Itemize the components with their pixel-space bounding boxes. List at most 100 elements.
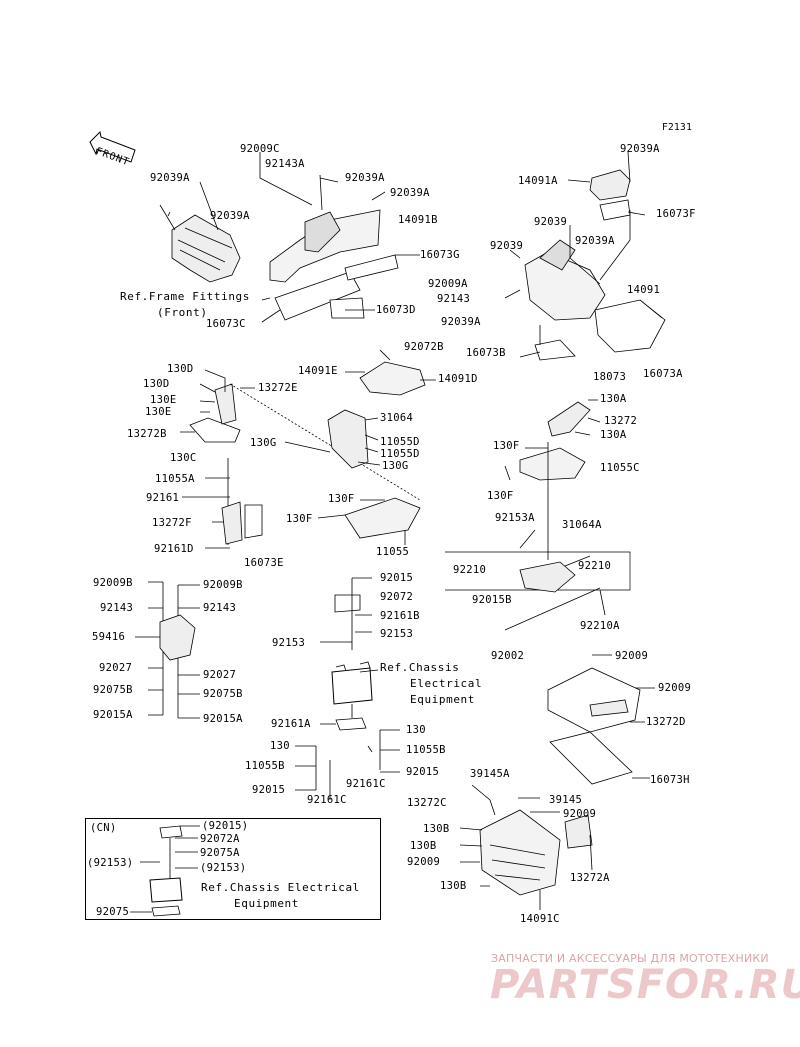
part-label[interactable]: 130F <box>487 490 514 502</box>
part-label[interactable]: 13272E <box>258 382 298 394</box>
part-label[interactable]: 14091D <box>438 373 478 385</box>
part-label[interactable]: 92039A <box>441 316 481 328</box>
part-label[interactable]: 16073A <box>643 368 683 380</box>
part-label[interactable]: 11055A <box>155 473 195 485</box>
part-label[interactable]: 59416 <box>92 631 126 643</box>
part-label[interactable]: 92153A <box>495 512 535 524</box>
part-label[interactable]: 92015 <box>252 784 286 796</box>
part-label[interactable]: 13272D <box>646 716 686 728</box>
part-label[interactable]: 13272B <box>127 428 167 440</box>
part-label[interactable]: 16073B <box>466 347 506 359</box>
part-label[interactable]: 92161C <box>307 794 347 806</box>
part-label[interactable]: 92075B <box>203 688 243 700</box>
part-label[interactable]: 92210 <box>578 560 612 572</box>
part-label[interactable]: 92153 <box>380 628 414 640</box>
part-label[interactable]: 92143 <box>100 602 134 614</box>
part-label[interactable]: 39145 <box>549 794 583 806</box>
part-label[interactable]: 92009B <box>203 579 243 591</box>
part-label[interactable]: 92009 <box>615 650 649 662</box>
part-label[interactable]: 92210 <box>453 564 487 576</box>
part-label[interactable]: 16073C <box>206 318 246 330</box>
part-label[interactable]: 130C <box>170 452 197 464</box>
part-label[interactable]: 13272 <box>604 415 638 427</box>
part-label[interactable]: 11055D <box>380 436 420 448</box>
part-label[interactable]: 16073E <box>244 557 284 569</box>
part-label[interactable]: 92009C <box>240 143 280 155</box>
part-label[interactable]: (92153) <box>87 857 134 869</box>
part-label[interactable]: 92075 <box>96 906 130 918</box>
part-label[interactable]: 130D <box>143 378 170 390</box>
part-label[interactable]: 92002 <box>491 650 525 662</box>
part-label[interactable]: 130E <box>145 406 172 418</box>
part-label[interactable]: 14091B <box>398 214 438 226</box>
part-label[interactable]: 92015 <box>406 766 440 778</box>
part-label[interactable]: 92143 <box>437 293 471 305</box>
part-label[interactable]: 11055D <box>380 448 420 460</box>
part-label[interactable]: 92153 <box>272 637 306 649</box>
part-label[interactable]: 92161C <box>346 778 386 790</box>
part-label[interactable]: 130E <box>150 394 177 406</box>
part-label[interactable]: 92143 <box>203 602 237 614</box>
part-label[interactable]: 92161B <box>380 610 420 622</box>
part-label[interactable]: 92075B <box>93 684 133 696</box>
part-label[interactable]: 16073F <box>656 208 696 220</box>
part-label[interactable]: 13272F <box>152 517 192 529</box>
part-label[interactable]: 92075A <box>200 847 240 859</box>
part-label[interactable]: 92039 <box>490 240 524 252</box>
part-label[interactable]: 92009B <box>93 577 133 589</box>
part-label[interactable]: 130 <box>406 724 426 736</box>
part-label[interactable]: 14091C <box>520 913 560 925</box>
part-label[interactable]: 130F <box>286 513 313 525</box>
part-label[interactable]: 92072A <box>200 833 240 845</box>
part-label[interactable]: 11055B <box>245 760 285 772</box>
part-label[interactable]: 92015A <box>203 713 243 725</box>
part-label[interactable]: 13272C <box>407 797 447 809</box>
part-label[interactable]: 92009 <box>658 682 692 694</box>
part-label[interactable]: 92039A <box>345 172 385 184</box>
part-label[interactable]: (92015) <box>202 820 249 832</box>
part-label[interactable]: 130B <box>440 880 467 892</box>
part-label[interactable]: 92009A <box>428 278 468 290</box>
part-label[interactable]: 92015B <box>472 594 512 606</box>
part-label[interactable]: 92039A <box>620 143 660 155</box>
part-label[interactable]: 92009 <box>407 856 441 868</box>
part-label[interactable]: 92039 <box>534 216 568 228</box>
part-label[interactable]: 16073H <box>650 774 690 786</box>
part-label[interactable]: 130A <box>600 429 627 441</box>
part-label[interactable]: 130B <box>423 823 450 835</box>
part-label[interactable]: 31064 <box>380 412 414 424</box>
part-label[interactable]: 11055B <box>406 744 446 756</box>
part-label[interactable]: 92072B <box>404 341 444 353</box>
part-label[interactable]: 130D <box>167 363 194 375</box>
part-label[interactable]: 92009 <box>563 808 597 820</box>
part-label[interactable]: 92161 <box>146 492 180 504</box>
part-label[interactable]: 11055C <box>600 462 640 474</box>
part-label[interactable]: 130F <box>493 440 520 452</box>
part-label[interactable]: 92039A <box>390 187 430 199</box>
part-label[interactable]: 18073 <box>593 371 627 383</box>
part-label[interactable]: 16073D <box>376 304 416 316</box>
part-label[interactable]: 16073G <box>420 249 460 261</box>
part-label[interactable]: 130F <box>328 493 355 505</box>
part-label[interactable]: 39145A <box>470 768 510 780</box>
part-label[interactable]: 92039A <box>575 235 615 247</box>
part-label[interactable]: 92161A <box>271 718 311 730</box>
part-label[interactable]: 14091A <box>518 175 558 187</box>
part-label[interactable]: 92072 <box>380 591 414 603</box>
part-label[interactable]: 92015A <box>93 709 133 721</box>
part-label[interactable]: 92210A <box>580 620 620 632</box>
part-label[interactable]: 92161D <box>154 543 194 555</box>
part-label[interactable]: 130G <box>250 437 277 449</box>
part-label[interactable]: 92039A <box>210 210 250 222</box>
part-label[interactable]: 13272A <box>570 872 610 884</box>
part-label[interactable]: 14091 <box>627 284 661 296</box>
part-label[interactable]: 92027 <box>99 662 133 674</box>
part-label[interactable]: 31064A <box>562 519 602 531</box>
part-label[interactable]: 130G <box>382 460 409 472</box>
part-label[interactable]: 92027 <box>203 669 237 681</box>
part-label[interactable]: 14091E <box>298 365 338 377</box>
part-label[interactable]: 92015 <box>380 572 414 584</box>
part-label[interactable]: 11055 <box>376 546 410 558</box>
part-label[interactable]: (92153) <box>200 862 247 874</box>
part-label[interactable]: 92039A <box>150 172 190 184</box>
